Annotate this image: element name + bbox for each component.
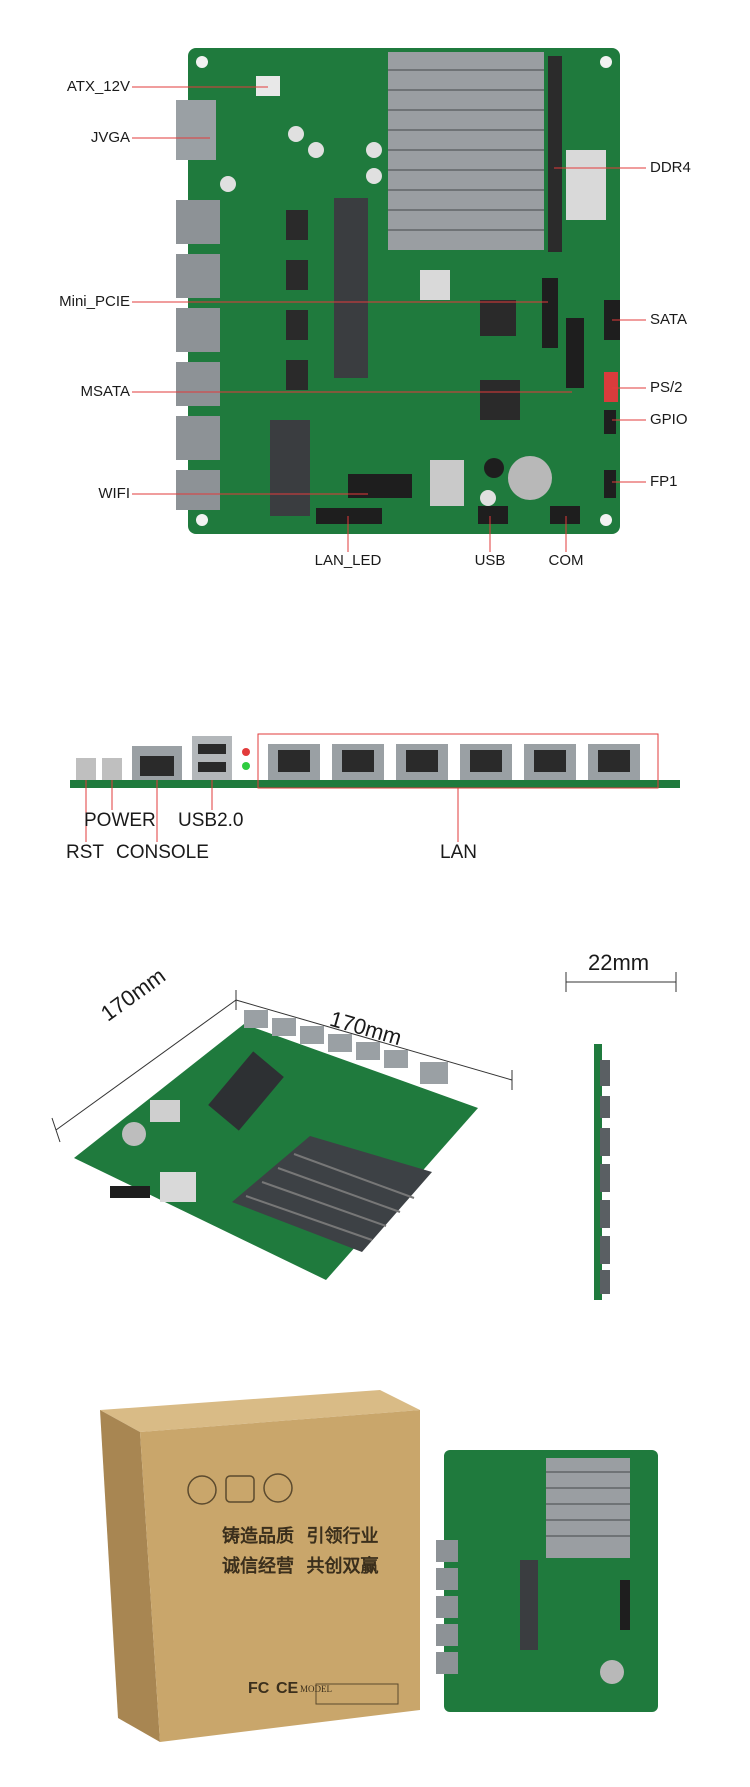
label-com: COM	[548, 552, 584, 569]
label-jvga: JVGA	[90, 129, 130, 146]
cert-ce: CE	[276, 1680, 299, 1697]
label-ddr4: DDR4	[650, 159, 691, 176]
iso-usb	[150, 1100, 180, 1122]
chipset-heatsink	[270, 420, 310, 516]
chip	[286, 310, 308, 340]
package-section: 铸造品质 引领行业 诚信经营 共创双赢 FC CE MODEL	[0, 1380, 750, 1780]
usb20-ports	[192, 736, 232, 780]
cert-fc: FC	[248, 1680, 270, 1697]
mount-hole	[600, 56, 612, 68]
label-usb: USB	[474, 552, 506, 569]
dimensions-section: 170mm 170mm 22mm	[0, 950, 750, 1320]
iso-battery	[122, 1122, 146, 1146]
label-ps2: PS/2	[650, 379, 683, 396]
ps2-connector	[604, 372, 618, 402]
label-mini-pcie: Mini_PCIE	[59, 293, 130, 310]
label-gpio: GPIO	[650, 411, 688, 428]
box-emblems	[187, 1473, 293, 1505]
top-view-figure	[132, 48, 646, 552]
logo-chip	[420, 270, 450, 300]
package-battery	[600, 1660, 624, 1684]
slogan-line-2: 诚信经营 共创双赢	[222, 1556, 379, 1577]
vrm-heatsink	[334, 198, 368, 378]
label-console: CONSOLE	[116, 842, 209, 863]
mount-hole	[196, 56, 208, 68]
label-fp1: FP1	[650, 473, 678, 490]
model-field-box	[315, 1683, 399, 1705]
io-panel-figure	[70, 733, 680, 842]
io-callout-lines	[85, 780, 459, 842]
mini-pcie-slot	[542, 278, 558, 348]
lan-ports-left	[176, 100, 220, 510]
box-top	[100, 1390, 420, 1432]
led-indicator	[242, 748, 250, 756]
iso-vrm	[208, 1051, 284, 1131]
cpu-heatsink	[388, 52, 544, 250]
cmos-battery	[508, 456, 552, 500]
isometric-figure	[51, 972, 677, 1300]
chip	[286, 210, 308, 240]
rst-button	[76, 758, 96, 780]
label-lan-led: LAN_LED	[314, 552, 382, 569]
pcb-edge	[70, 780, 680, 788]
io-view-section: POWER USB2.0 RST CONSOLE LAN	[0, 700, 750, 890]
box-side	[100, 1410, 160, 1742]
label-rst: RST	[66, 842, 104, 863]
callout-lines	[132, 86, 646, 552]
top-view-section: ATX_12V JVGA Mini_PCIE MSATA WIFI DDR4 S…	[0, 0, 750, 569]
iso-slot	[110, 1186, 150, 1198]
chip	[286, 260, 308, 290]
gpio-header	[604, 410, 616, 434]
fp1-header	[604, 470, 616, 498]
iso-chip	[160, 1172, 196, 1202]
package-heatsink	[546, 1458, 630, 1558]
label-wifi: WIFI	[98, 485, 130, 502]
label-atx-12v: ATX_12V	[66, 78, 130, 95]
model-label: MODEL	[300, 1684, 332, 1694]
label-msata: MSATA	[80, 383, 130, 400]
package-slot	[620, 1580, 630, 1630]
chip	[480, 300, 516, 336]
atx-12v-connector	[256, 76, 280, 96]
msata-slot	[566, 318, 584, 388]
iso-heatsink-fins	[245, 1153, 415, 1241]
package-figure	[100, 1390, 658, 1742]
power-button	[102, 758, 122, 780]
lan-led-header	[316, 508, 382, 524]
ddr4-slot	[548, 56, 562, 252]
mount-hole	[196, 514, 208, 526]
capacitors	[220, 126, 496, 506]
com-header	[550, 506, 580, 524]
ddr4-label-sticker	[566, 150, 606, 220]
usb-header	[478, 506, 508, 524]
label-lan: LAN	[440, 842, 477, 863]
label-power: POWER	[84, 810, 156, 831]
dimension-lines	[51, 972, 677, 1143]
led-indicator	[242, 762, 250, 770]
iso-board	[74, 1024, 478, 1280]
side-ports	[600, 1060, 610, 1294]
usb-port-onboard	[430, 460, 464, 506]
mount-hole	[600, 514, 612, 526]
label-usb20: USB2.0	[178, 810, 244, 831]
package-lan-ports	[436, 1540, 458, 1674]
chip	[480, 380, 520, 420]
slogan-line-1: 铸造品质 引领行业	[222, 1526, 379, 1547]
label-sata: SATA	[650, 311, 687, 328]
iso-lan-ports	[244, 1010, 448, 1084]
package-vrm	[520, 1560, 538, 1650]
side-board	[594, 1044, 602, 1300]
iso-heatsink	[232, 1136, 432, 1252]
buzzer	[484, 458, 504, 478]
label-height: 22mm	[588, 950, 650, 975]
box-front	[140, 1410, 420, 1742]
chip	[286, 360, 308, 390]
lan-ports-row	[268, 744, 640, 780]
package-heatsink-fins	[546, 1471, 630, 1537]
